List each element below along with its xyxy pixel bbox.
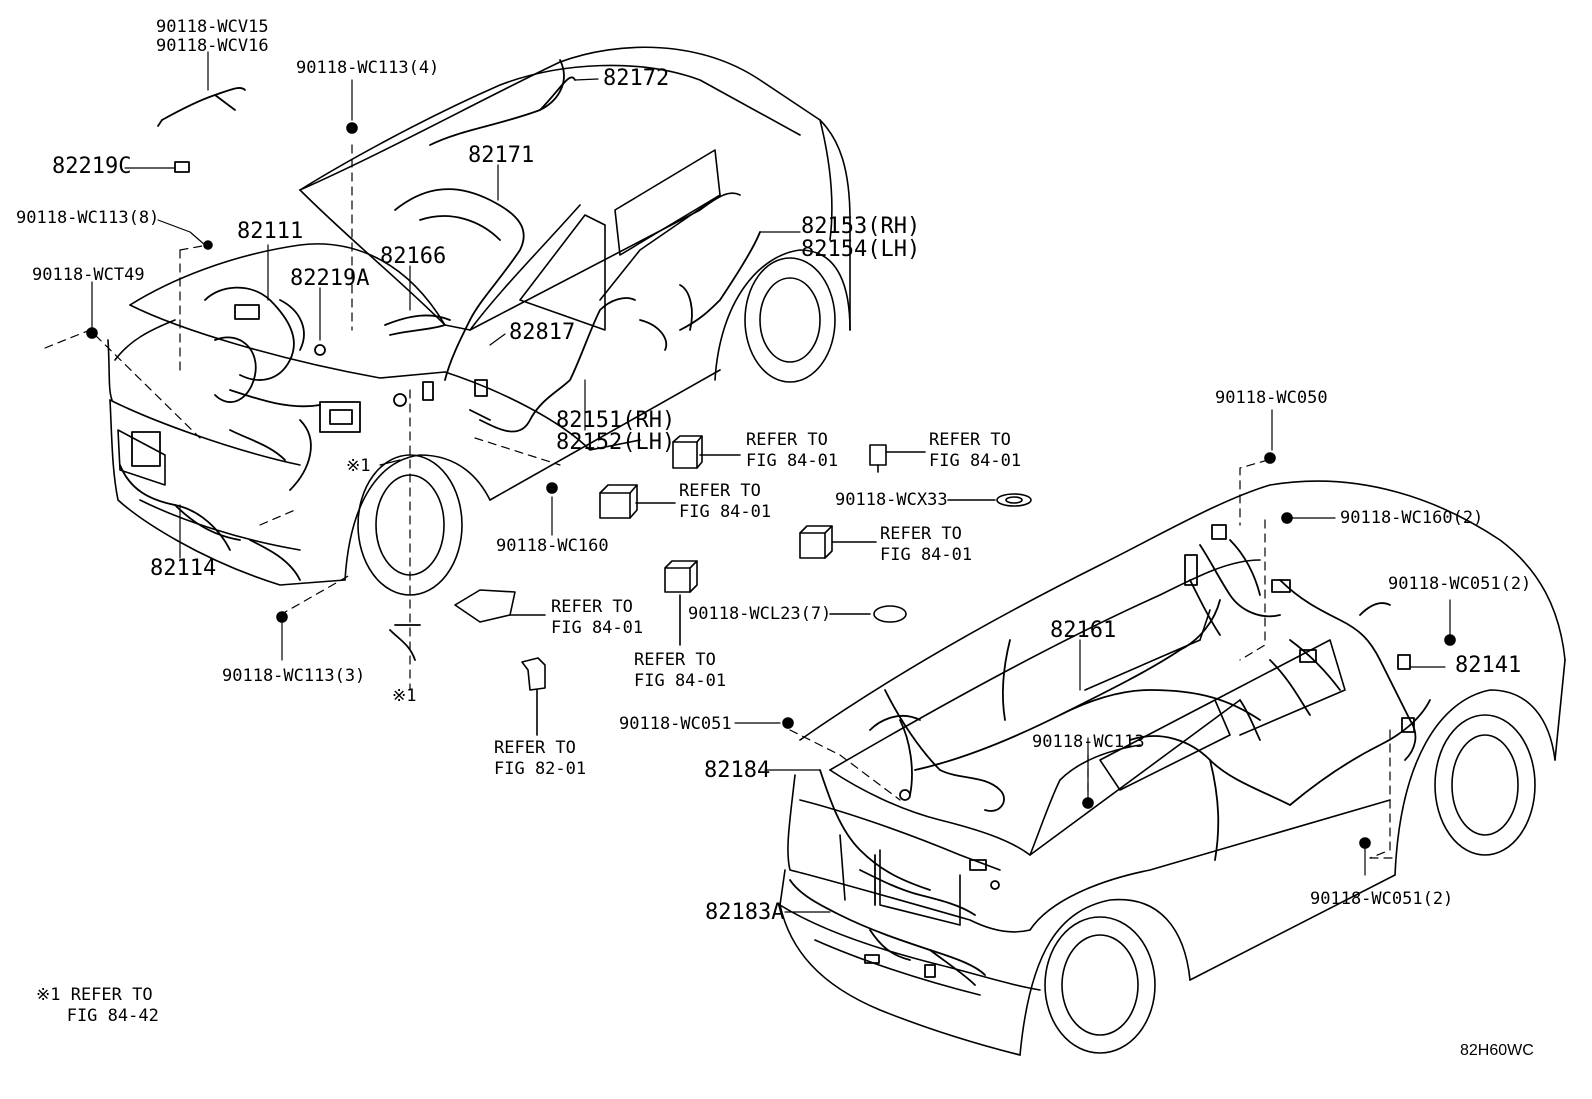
label-90118-wc160: 90118-WC160: [496, 536, 609, 556]
rear-harness-wires: [789, 524, 1431, 986]
label-refer-fig-84-01-d: REFER TO FIG 84-01: [880, 524, 973, 565]
label-90118-wc113-3: 90118-WC113(3): [222, 666, 366, 686]
front-fasteners: [86, 122, 558, 623]
label-refer-fig-82-01: REFER TO FIG 82-01: [494, 738, 587, 779]
label-82166: 82166: [380, 244, 447, 269]
label-90118-wcx33: 90118-WCX33: [835, 490, 948, 510]
label-82817: 82817: [509, 320, 576, 345]
rear-leader-lines: [734, 409, 1451, 913]
label-refer-fig-84-01-f: REFER TO FIG 84-01: [634, 650, 727, 691]
front-leader-lines: [91, 51, 801, 661]
label-82161: 82161: [1050, 618, 1117, 643]
label-82171: 82171: [468, 143, 535, 168]
label-90118-wc113: 90118-WC113: [1032, 732, 1145, 752]
label-82183a: 82183A: [705, 900, 785, 925]
diagram-code: 82H60WC: [1460, 1042, 1534, 1059]
label-90118-wcl23-7: 90118-WCL23(7): [688, 604, 832, 624]
label-82111: 82111: [237, 219, 304, 244]
rear-fasteners: [782, 452, 1456, 849]
label-82172: 82172: [603, 66, 670, 91]
label-82219a: 82219A: [290, 266, 370, 291]
label-90118-wc051-2-a: 90118-WC051(2): [1388, 574, 1532, 594]
relay-components: [454, 435, 1032, 736]
label-82219c: 82219C: [52, 154, 132, 179]
label-90118-wc051-2-b: 90118-WC051(2): [1310, 889, 1454, 909]
footnote-refer-fig-84-42: ※1 REFER TO FIG 84-42: [36, 985, 159, 1026]
label-90118-wc050: 90118-WC050: [1215, 388, 1328, 408]
label-90118-wc113-8: 90118-WC113(8): [16, 208, 160, 228]
label-ref-note-1: ※1: [346, 456, 371, 476]
label-refer-fig-84-01-b: REFER TO FIG 84-01: [929, 430, 1022, 471]
label-90118-wcv15-wcv16: 90118-WCV15 90118-WCV16: [156, 17, 269, 56]
label-82141: 82141: [1455, 653, 1522, 678]
front-vehicle-body: [107, 46, 851, 596]
label-90118-wc051: 90118-WC051: [619, 714, 732, 734]
label-90118-wct49: 90118-WCT49: [32, 265, 145, 285]
rear-vehicle-body: [779, 480, 1566, 1056]
label-82151-82152: 82151(RH) 82152(LH): [556, 408, 676, 455]
label-ref-note-2: ※1: [392, 686, 417, 706]
label-refer-fig-84-01-a: REFER TO FIG 84-01: [746, 430, 839, 471]
label-82184: 82184: [704, 758, 771, 783]
label-90118-wc160-2: 90118-WC160(2): [1340, 508, 1484, 528]
front-harness-wires: [119, 59, 761, 661]
label-refer-fig-84-01-c: REFER TO FIG 84-01: [679, 481, 772, 522]
label-90118-wc113-4: 90118-WC113(4): [296, 58, 440, 78]
label-82153-82154: 82153(RH) 82154(LH): [801, 214, 921, 262]
label-refer-fig-84-01-e: REFER TO FIG 84-01: [551, 597, 644, 638]
label-82114: 82114: [150, 556, 217, 581]
